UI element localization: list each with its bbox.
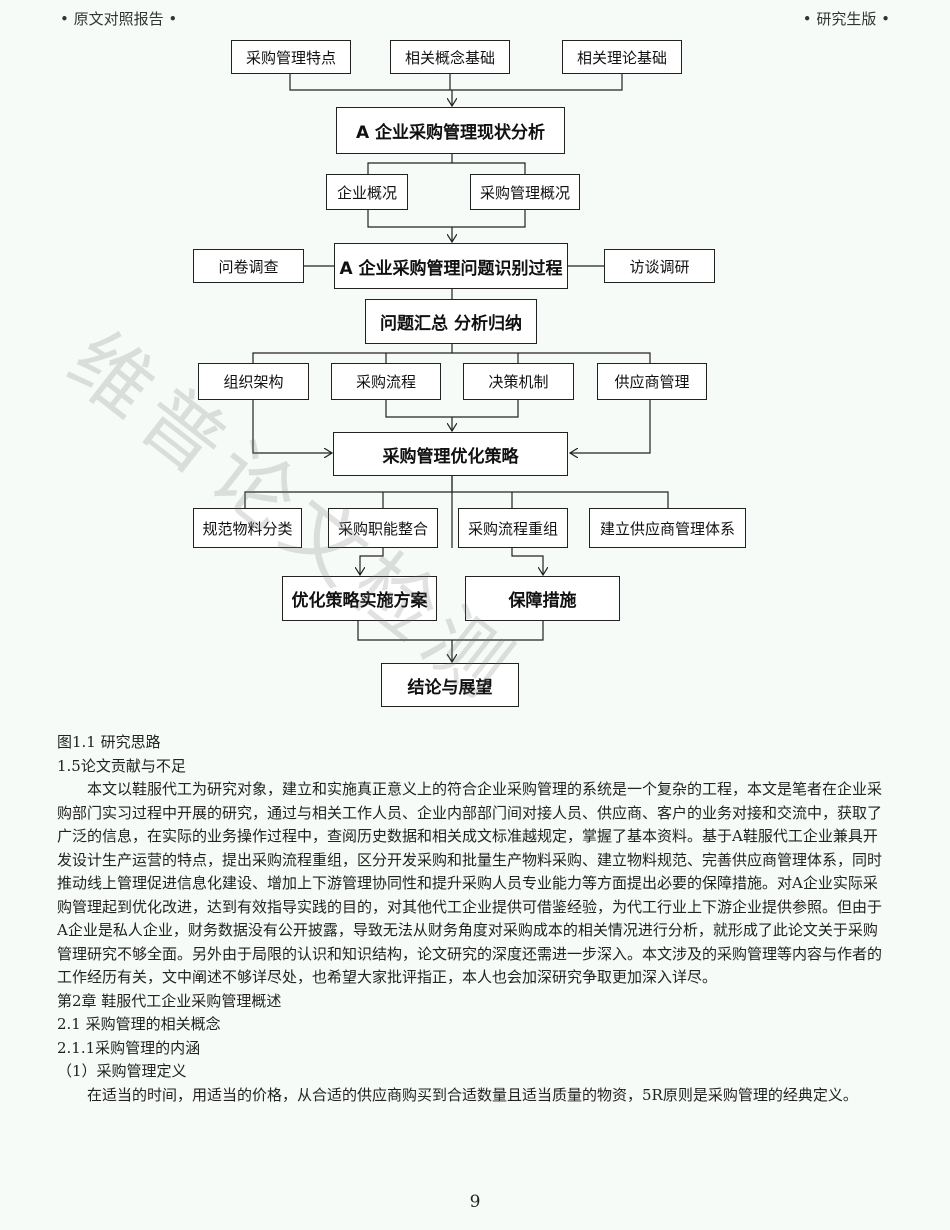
box-material-classification: 规范物料分类 [193, 508, 302, 548]
box-implementation-plan: 优化策略实施方案 [282, 576, 437, 621]
section-heading-1-5: 1.5论文贡献与不足 [57, 756, 186, 775]
box-enterprise-overview: 企业概况 [326, 174, 408, 210]
figure-caption: 图1.1 研究思路 [57, 733, 161, 751]
page-number: 9 [469, 1192, 481, 1212]
box-decision-mechanism: 决策机制 [463, 363, 574, 400]
box-supplier-system: 建立供应商管理体系 [589, 508, 746, 548]
header-right: • 研究生版 • [802, 10, 890, 28]
box-function-integration: 采购职能整合 [328, 508, 438, 548]
box-conclusion: 结论与展望 [381, 663, 519, 707]
box-procurement-overview: 采购管理概况 [470, 174, 580, 210]
research-flowchart: 采购管理特点 相关概念基础 相关理论基础 A 企业采购管理现状分析 企业概况 采… [193, 40, 746, 720]
box-procurement-features: 采购管理特点 [231, 40, 351, 74]
box-related-concepts: 相关概念基础 [390, 40, 510, 74]
box-related-theories: 相关理论基础 [562, 40, 682, 74]
body-text: 图1.1 研究思路 1.5论文贡献与不足 本文以鞋服代工为研究对象，建立和实施真… [57, 731, 882, 1107]
paragraph-definition: 在适当的时间，用适当的价格，从合适的供应商购买到合适数量且适当质量的物资，5R原… [87, 1085, 858, 1104]
flowchart-connectors [244, 73, 669, 720]
list-item-definition: （1）采购管理定义 [57, 1062, 187, 1080]
section-heading-2-1: 2.1 采购管理的相关概念 [57, 1015, 221, 1033]
chapter-heading-2: 第2章 鞋服代工企业采购管理概述 [57, 991, 282, 1010]
box-optimization-strategy: 采购管理优化策略 [333, 432, 568, 476]
box-process-restructuring: 采购流程重组 [458, 508, 568, 548]
paragraph-contribution: 本文以鞋服代工为研究对象，建立和实施真正意义上的符合企业采购管理的系统是一个复杂… [57, 780, 883, 986]
box-problem-identification: A 企业采购管理问题识别过程 [334, 243, 568, 289]
box-supplier-management: 供应商管理 [597, 363, 707, 400]
header-left: • 原文对照报告 • [60, 10, 178, 28]
box-problem-summary: 问题汇总 分析归纳 [365, 299, 537, 344]
box-guarantee-measures: 保障措施 [465, 576, 620, 621]
box-organization: 组织架构 [198, 363, 309, 400]
box-questionnaire: 问卷调查 [193, 249, 304, 283]
box-procurement-process: 采购流程 [331, 363, 441, 400]
box-interview: 访谈调研 [604, 249, 715, 283]
box-status-analysis: A 企业采购管理现状分析 [336, 107, 565, 154]
section-heading-2-1-1: 2.1.1采购管理的内涵 [57, 1038, 201, 1057]
